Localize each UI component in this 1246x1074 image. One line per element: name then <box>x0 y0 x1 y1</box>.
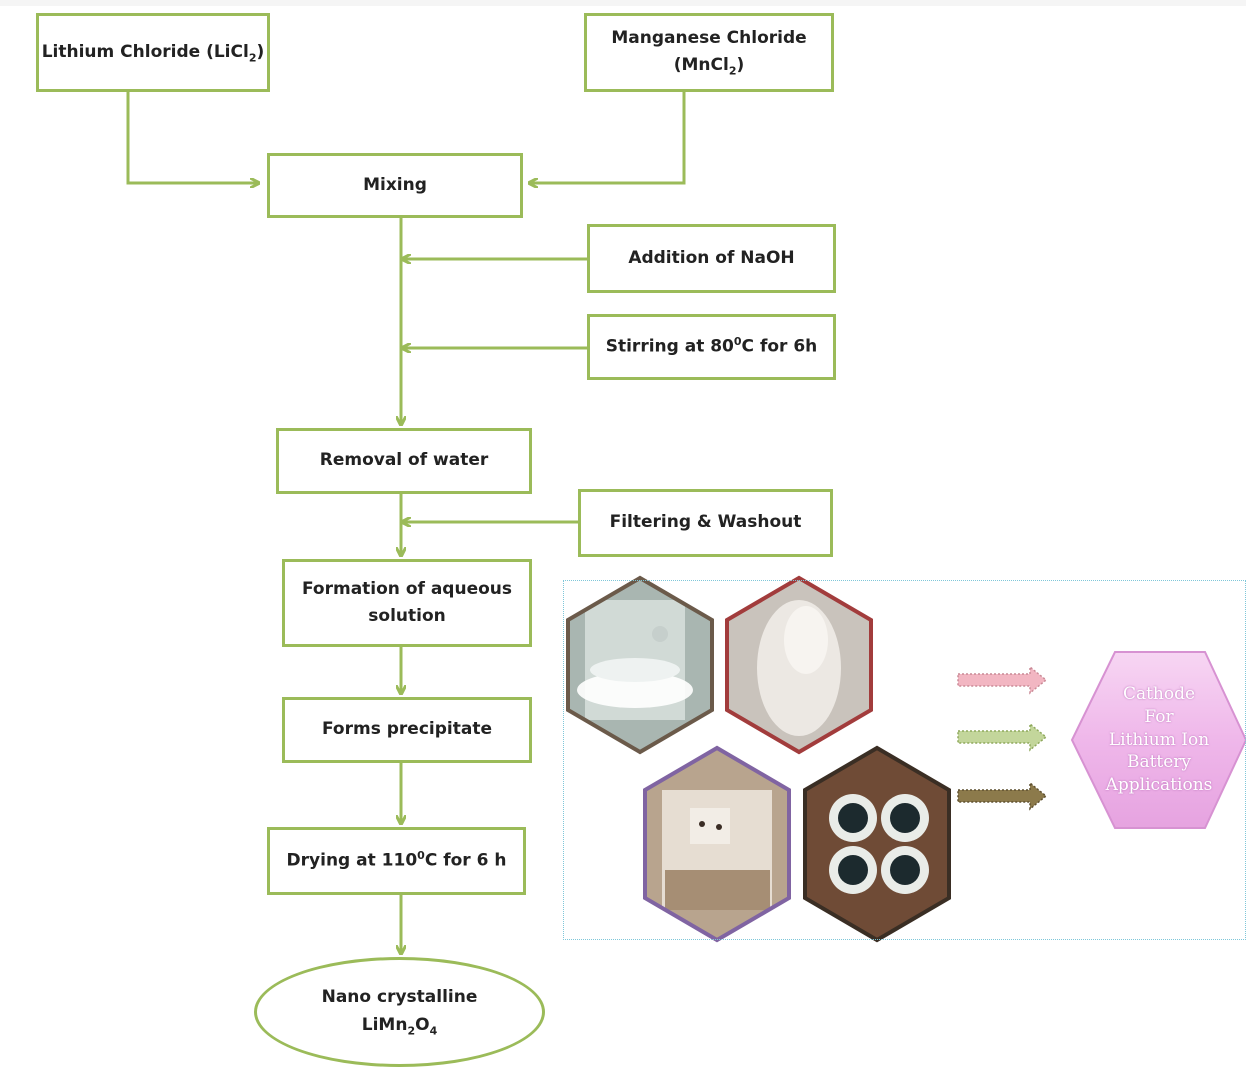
step-mixing: Mixing <box>267 153 523 218</box>
header-band <box>0 0 1246 6</box>
step-forms-precipitate: Forms precipitate <box>282 697 532 763</box>
step-stirring: Stirring at 800C for 6h <box>587 314 836 380</box>
hex-border-furnace <box>643 745 791 943</box>
photo-crucibles <box>805 748 949 940</box>
block-arrow-green <box>957 722 1048 752</box>
step-manganese-chloride: Manganese Chloride(MnCl2) <box>584 13 834 92</box>
photo-furnace <box>645 748 789 940</box>
step-filtering-washout: Filtering & Washout <box>578 489 833 557</box>
hex-border-powder <box>725 575 873 755</box>
arrow-licl-to-mixing <box>126 92 258 183</box>
block-arrow-brown <box>957 781 1048 811</box>
application-label: Cathode For Lithium Ion Battery Applicat… <box>1105 683 1213 796</box>
step-removal-of-water: Removal of water <box>276 428 532 494</box>
application-hexagon <box>1070 651 1246 829</box>
step-addition-naoh: Addition of NaOH <box>587 224 836 293</box>
step-drying: Drying at 1100C for 6 h <box>267 827 526 895</box>
hex-border-crucibles <box>803 745 951 943</box>
step-lithium-chloride: Lithium Chloride (LiCl2) <box>36 13 270 92</box>
arrow-mncl-to-mixing <box>530 92 686 183</box>
block-arrow-pink <box>957 665 1048 695</box>
hex-border-beaker <box>566 575 714 755</box>
